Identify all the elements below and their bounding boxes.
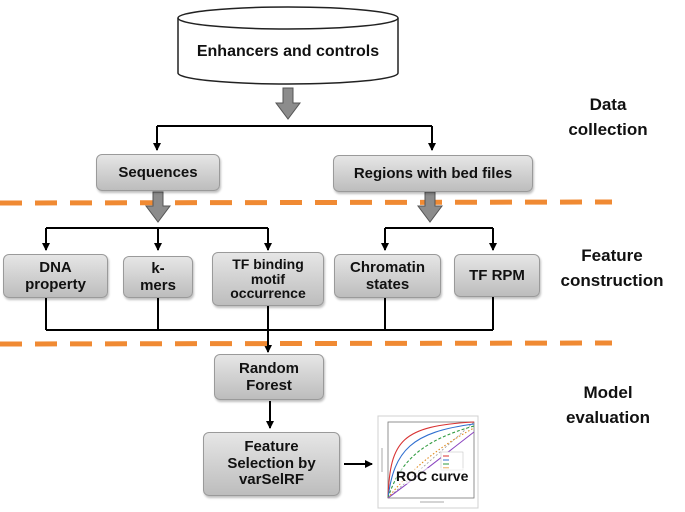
roc-curve-caption: ROC curve: [396, 468, 469, 484]
feature-merge-connector: [45, 296, 494, 353]
stage-divider-bottom: [0, 340, 613, 347]
stage-divider-top: [0, 199, 613, 206]
tf-binding-node: TF binding motif occurrence: [212, 252, 324, 306]
block-arrow-down-icon: [417, 191, 443, 223]
feature-fanout-connector: [42, 227, 497, 251]
chromatin-states-node: Chromatin states: [334, 254, 441, 298]
dna-property-node: DNA property: [3, 254, 108, 298]
feature-selection-node: Feature Selection by varSelRF: [203, 432, 340, 496]
split-connector: [153, 125, 436, 151]
stage-label-feature: Feature construction: [560, 246, 664, 290]
tf-rpm-node: TF RPM: [454, 254, 540, 297]
kmers-node: k- mers: [123, 256, 193, 298]
regions-node: Regions with bed files: [333, 155, 533, 192]
block-arrow-down-icon: [145, 191, 171, 223]
random-forest-node: Random Forest: [214, 354, 324, 400]
roc-curve-thumbnail: [377, 415, 479, 509]
stage-label-model: Model evaluation: [565, 383, 651, 427]
block-arrow-down-icon: [275, 87, 301, 120]
source-node: Enhancers and controls: [196, 43, 380, 61]
stage-label-data: Data collection: [568, 95, 648, 139]
sequences-node: Sequences: [96, 154, 220, 191]
database-cylinder-icon: [177, 6, 399, 85]
